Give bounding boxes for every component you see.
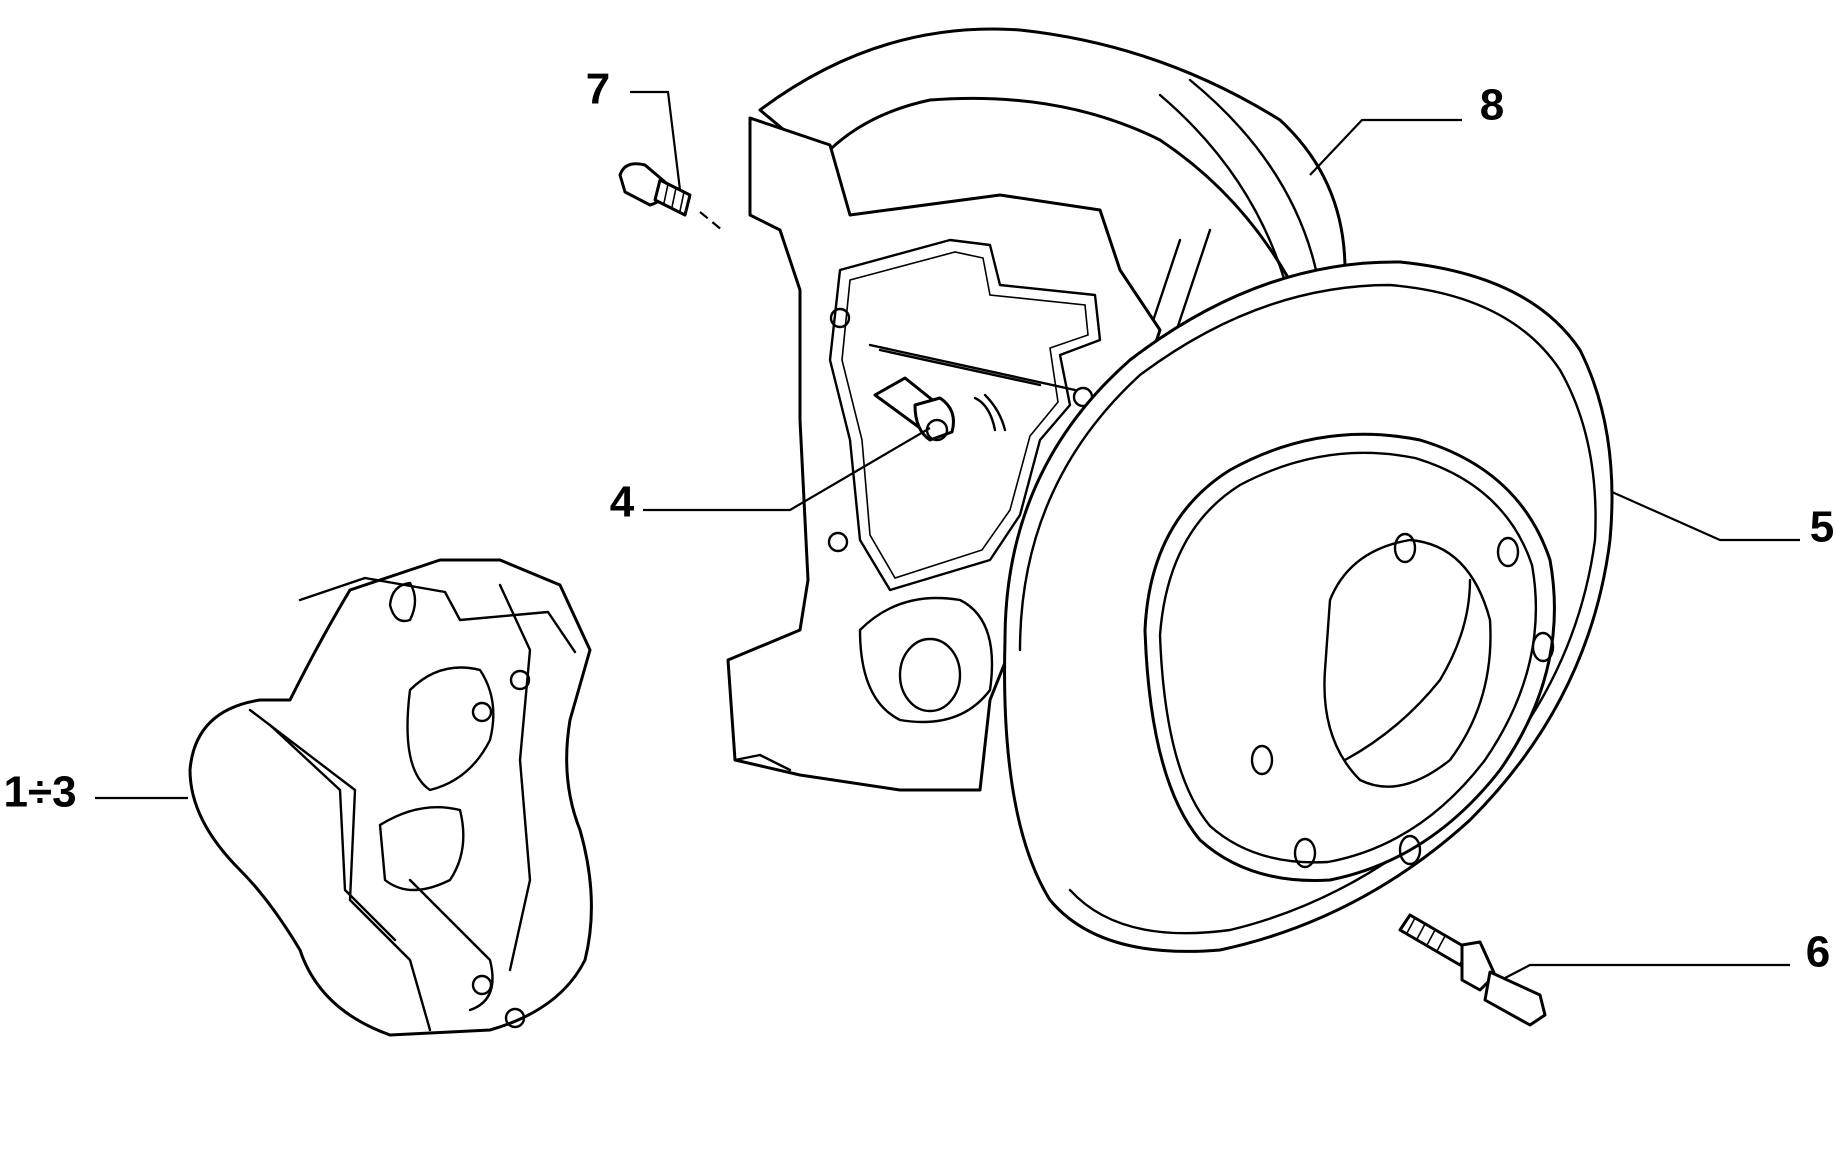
callout-label-7: 7 [586,65,610,114]
callout-labels: 7 8 4 5 6 1÷3 [3,65,1834,977]
callout-label-4: 4 [610,478,635,527]
callout-label-1-3: 1÷3 [3,768,76,817]
leader-line-4 [643,427,931,512]
wheel-stud-part [1398,913,1547,1027]
caliper-part [188,558,593,1037]
callout-label-8: 8 [1480,81,1504,130]
callout-label-5: 5 [1810,503,1834,552]
leader-lines [95,90,1800,979]
leader-line-5 [1611,490,1800,542]
leader-line-7 [630,90,682,191]
dust-shield-part [726,27,1347,792]
bracket-bolt-part [873,376,955,442]
shield-screw-part [618,162,723,231]
leader-line-8 [1309,118,1462,176]
brake-disc-part [1003,260,1614,953]
leader-line-6 [1504,963,1790,979]
callout-label-6: 6 [1806,928,1830,977]
